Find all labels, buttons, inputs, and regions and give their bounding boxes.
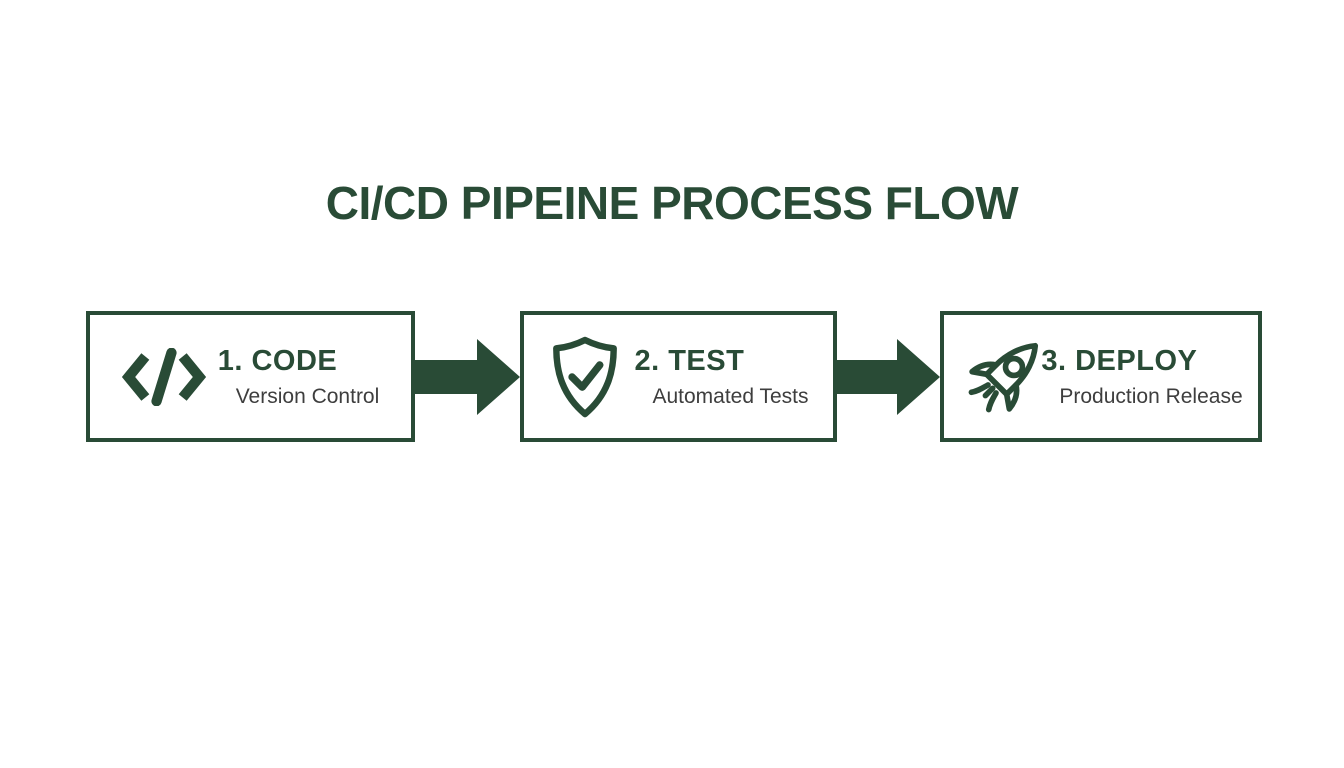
step-subtitle: Production Release xyxy=(1059,384,1243,408)
step-subtitle: Version Control xyxy=(235,384,380,408)
step-content: 3. DEPLOY Production Release xyxy=(959,327,1243,425)
step-title: 1. CODE xyxy=(217,344,338,377)
step-subtitle: Automated Tests xyxy=(652,384,809,408)
right-block-arrow-icon xyxy=(837,339,940,415)
rocket-icon xyxy=(959,327,1053,423)
step-title: 3. DEPLOY xyxy=(1041,344,1198,377)
step-text: 1. CODE Version Control xyxy=(218,345,380,409)
step-content: 1. CODE Version Control xyxy=(121,345,380,409)
step-text: 3. DEPLOY Production Release xyxy=(1041,345,1242,409)
right-block-arrow-icon xyxy=(415,339,520,415)
step-box-test: 2. TEST Automated Tests xyxy=(520,311,837,442)
step-content: 2. TEST Automated Tests xyxy=(548,335,809,419)
code-icon xyxy=(121,347,206,406)
page-title: CI/CD PIPEINE PROCESS FLOW xyxy=(325,177,1019,229)
step-box-code: 1. CODE Version Control xyxy=(86,311,415,442)
shield-check-icon xyxy=(548,335,622,419)
step-title: 2. TEST xyxy=(634,344,745,377)
step-text: 2. TEST Automated Tests xyxy=(634,345,808,409)
step-box-deploy: 3. DEPLOY Production Release xyxy=(940,311,1262,442)
